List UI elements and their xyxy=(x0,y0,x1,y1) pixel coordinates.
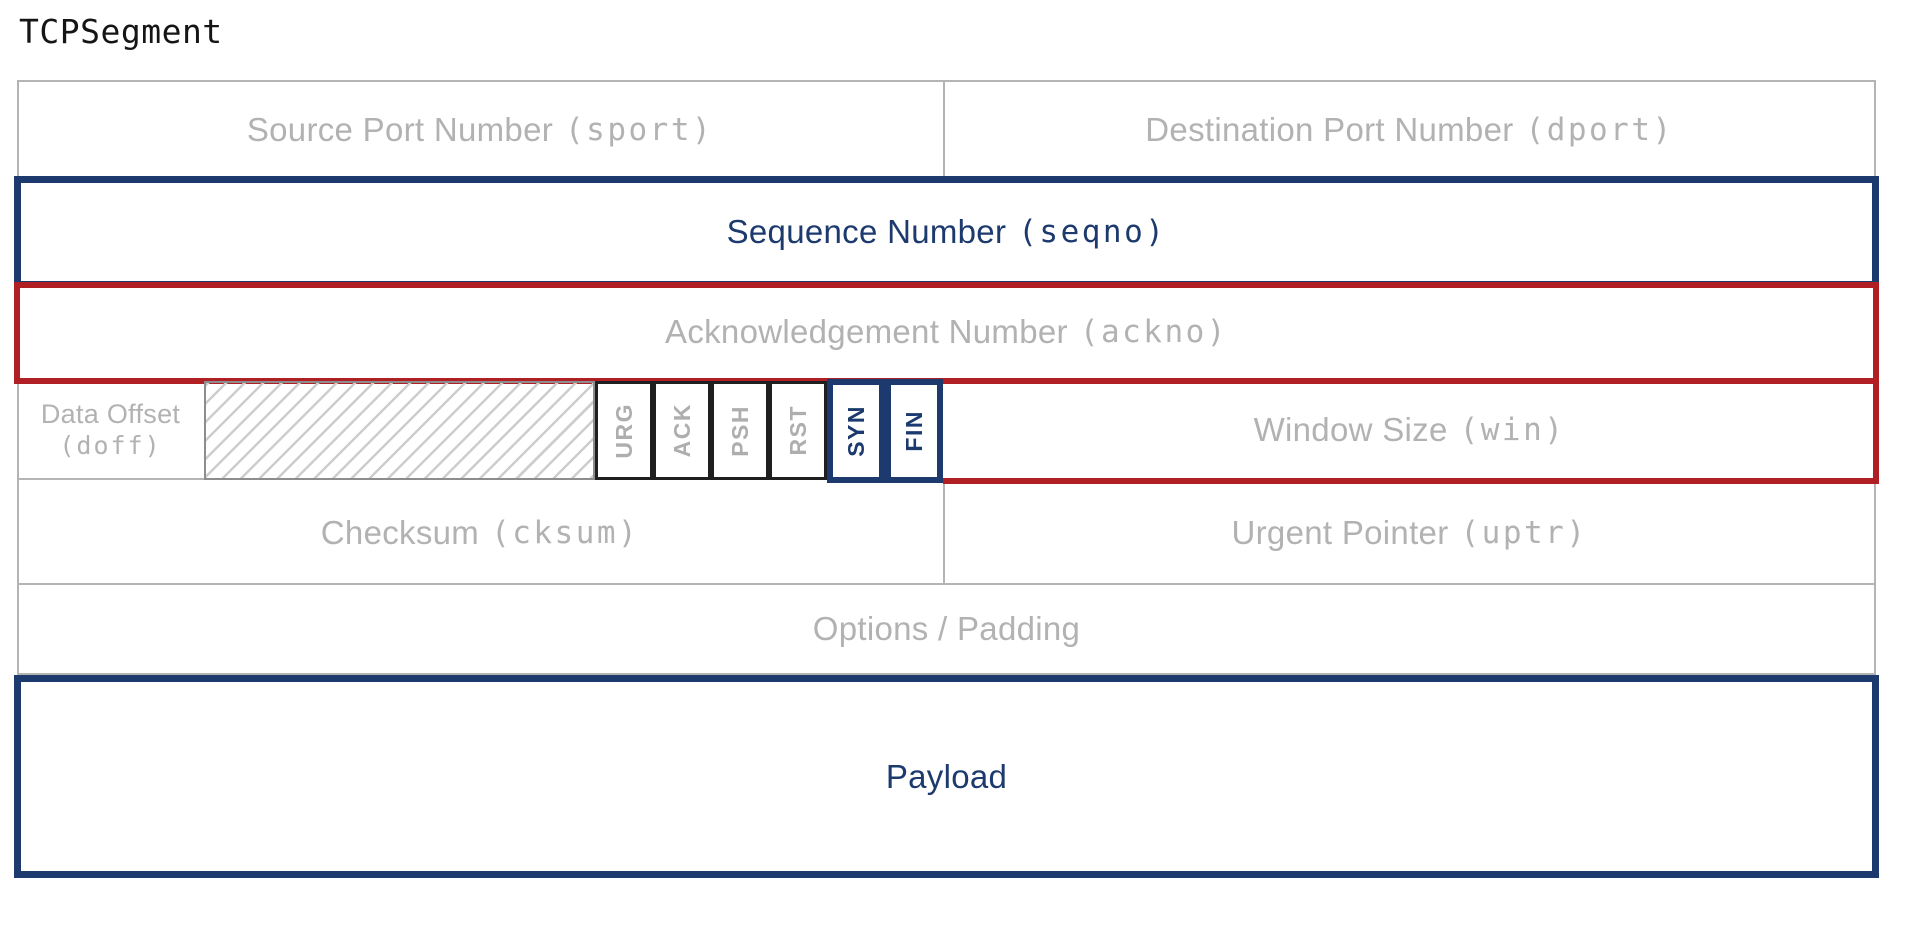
field-window-size-label: Window Size xyxy=(1253,411,1448,448)
flag-psh-label: PSH xyxy=(726,404,753,457)
diagram-title: TCPSegment xyxy=(19,12,223,51)
flag-rst: RST xyxy=(769,381,827,480)
flag-fin: FIN xyxy=(885,379,943,483)
field-sequence-number: Sequence Number (seqno) xyxy=(17,176,1876,288)
field-payload: Payload xyxy=(14,675,1879,878)
field-source-port-label: Source Port Number xyxy=(246,110,554,148)
flag-rst-label: RST xyxy=(784,405,811,456)
reserved-bits-hatch xyxy=(204,381,595,480)
field-destination-port-code: (dport) xyxy=(1525,111,1674,148)
field-urgent-pointer-code: (uptr) xyxy=(1460,514,1588,551)
flag-syn: SYN xyxy=(827,379,885,483)
flag-psh: PSH xyxy=(711,381,769,480)
flag-ack-label: ACK xyxy=(668,403,695,458)
field-options-padding-label: Options / Padding xyxy=(812,610,1081,647)
field-sequence-number-code: (seqno) xyxy=(1018,214,1167,250)
flag-urg: URG xyxy=(595,381,653,480)
field-window-size: Window Size (win) xyxy=(943,380,1876,480)
divider-cksum-uptr xyxy=(943,480,945,585)
field-checksum: Checksum (cksum) xyxy=(17,480,943,585)
field-checksum-label: Checksum xyxy=(320,513,480,551)
field-options-padding: Options / Padding xyxy=(17,583,1876,675)
field-data-offset-code: (doff) xyxy=(59,430,162,460)
field-source-port: Source Port Number (sport) xyxy=(17,80,943,179)
row-line-3 xyxy=(17,583,1876,585)
field-destination-port-label: Destination Port Number xyxy=(1145,110,1514,148)
field-ack-number-label: Acknowledgement Number xyxy=(665,313,1068,350)
field-payload-label: Payload xyxy=(885,757,1008,795)
field-checksum-code: (cksum) xyxy=(491,514,640,551)
field-ack-number: Acknowledgement Number (ackno) xyxy=(17,282,1876,382)
field-data-offset: Data Offset (doff) xyxy=(17,381,204,478)
field-window-size-code: (win) xyxy=(1459,412,1566,448)
field-source-port-code: (sport) xyxy=(565,111,714,148)
flag-syn-label: SYN xyxy=(842,405,869,457)
divider-ports xyxy=(943,80,945,179)
field-sequence-number-label: Sequence Number xyxy=(726,213,1007,250)
flag-ack: ACK xyxy=(653,381,711,480)
field-ack-number-code: (ackno) xyxy=(1079,314,1228,350)
field-destination-port: Destination Port Number (dport) xyxy=(943,80,1876,179)
flag-fin-label: FIN xyxy=(900,410,927,452)
field-data-offset-label: Data Offset xyxy=(40,398,181,429)
flag-urg-label: URG xyxy=(610,402,637,459)
field-urgent-pointer: Urgent Pointer (uptr) xyxy=(943,480,1876,585)
field-urgent-pointer-label: Urgent Pointer xyxy=(1231,513,1449,551)
